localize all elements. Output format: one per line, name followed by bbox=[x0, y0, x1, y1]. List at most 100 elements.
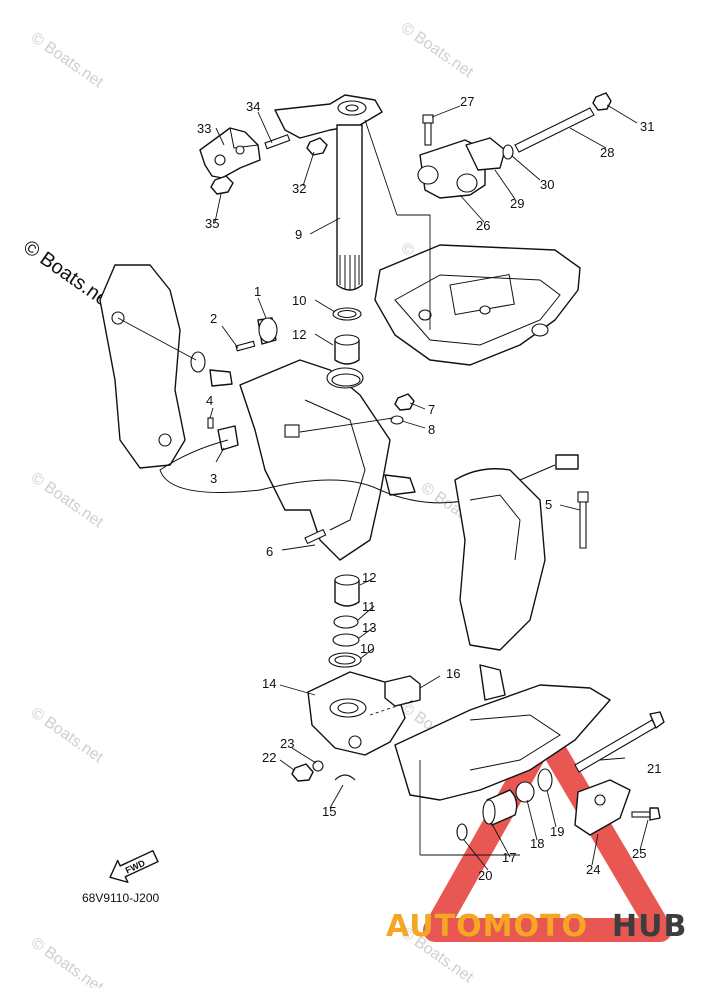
screw-2 bbox=[235, 340, 256, 352]
callout-35: 35 bbox=[205, 216, 219, 231]
callout-5: 5 bbox=[545, 497, 552, 512]
nut-22 bbox=[291, 763, 314, 782]
callout-15: 15 bbox=[322, 804, 336, 819]
nut-35 bbox=[210, 175, 234, 195]
washer-30 bbox=[502, 144, 514, 160]
callout-12-lower: 12 bbox=[362, 570, 376, 585]
leader-16 bbox=[369, 699, 416, 716]
callout-16: 16 bbox=[446, 666, 460, 681]
callout-26: 26 bbox=[476, 218, 490, 233]
callout-13: 13 bbox=[362, 620, 376, 635]
callout-18: 18 bbox=[530, 836, 544, 851]
callout-6: 6 bbox=[266, 544, 273, 559]
watermark-text: © Boats.net bbox=[398, 19, 477, 81]
rod-28 bbox=[514, 107, 595, 153]
steering-shaft-9 bbox=[336, 124, 363, 291]
bolt-21 bbox=[574, 711, 665, 773]
washer-23 bbox=[312, 760, 324, 772]
callout-24: 24 bbox=[586, 862, 600, 877]
leader-lines bbox=[209, 104, 649, 871]
clip-3 bbox=[217, 425, 239, 451]
logo-text-hub: HUB bbox=[612, 909, 687, 944]
callout-19: 19 bbox=[550, 824, 564, 839]
lower-casing bbox=[394, 664, 611, 801]
nut-7 bbox=[394, 393, 415, 411]
callout-23: 23 bbox=[280, 736, 294, 751]
callout-3: 3 bbox=[210, 471, 217, 486]
automotohub-triangle bbox=[423, 723, 672, 942]
callout-28: 28 bbox=[600, 145, 614, 160]
leader-clamp-left bbox=[117, 317, 197, 361]
nut-32 bbox=[306, 137, 328, 156]
watermark-text: © Boats.net bbox=[28, 934, 107, 988]
stopper-16 bbox=[384, 675, 421, 707]
callout-8: 8 bbox=[428, 422, 435, 437]
callout-2: 2 bbox=[210, 311, 217, 326]
mount-housing-14 bbox=[307, 671, 406, 756]
bushing-12-upper bbox=[334, 334, 360, 365]
upper-casing bbox=[454, 468, 546, 651]
plate-29 bbox=[465, 137, 506, 171]
washer-10-upper bbox=[332, 307, 362, 321]
swivel-bracket bbox=[239, 359, 416, 561]
callout-14: 14 bbox=[262, 676, 276, 691]
screw-4 bbox=[207, 417, 214, 429]
automotohub-logo: AUTOMOTO HUB bbox=[386, 909, 687, 944]
callout-4: 4 bbox=[206, 393, 213, 408]
bolt-27 bbox=[422, 114, 434, 146]
callout-17: 17 bbox=[502, 850, 516, 865]
washer-20 bbox=[456, 823, 468, 841]
callout-31: 31 bbox=[640, 119, 654, 134]
nut-31 bbox=[592, 92, 612, 111]
connector bbox=[555, 454, 579, 470]
bracket-26 bbox=[417, 139, 486, 199]
callout-10-lower: 10 bbox=[360, 641, 374, 656]
upper-bracket-33 bbox=[199, 127, 261, 179]
bolt-34 bbox=[264, 134, 291, 150]
bolt-6 bbox=[304, 528, 327, 545]
mount-rubber-17 bbox=[482, 789, 518, 826]
clip-15 bbox=[334, 774, 356, 781]
damper-18 bbox=[515, 781, 535, 803]
callout-33: 33 bbox=[197, 121, 211, 136]
washer-8 bbox=[390, 415, 404, 425]
washer-10-lower bbox=[328, 652, 362, 668]
diagram-code: 68V9110-J200 bbox=[82, 891, 160, 905]
logo-text-automoto: AUTOMOTO bbox=[386, 909, 588, 944]
callout-9: 9 bbox=[295, 227, 302, 242]
cover-24 bbox=[574, 779, 631, 836]
ring-under-12 bbox=[331, 373, 361, 387]
callout-32: 32 bbox=[292, 181, 306, 196]
fwd-arrow-icon: FWD bbox=[109, 850, 159, 883]
cable-tie-5 bbox=[577, 491, 589, 549]
watermark-text: © Boats.net bbox=[28, 469, 107, 531]
callout-10-upper: 10 bbox=[292, 293, 306, 308]
callout-25: 25 bbox=[632, 846, 646, 861]
leader-27-cowling bbox=[397, 214, 431, 330]
leader-8 bbox=[299, 417, 394, 433]
washer-13 bbox=[332, 633, 360, 647]
o-ring-11 bbox=[333, 615, 359, 629]
steering-arm-top bbox=[274, 94, 383, 139]
callout-20: 20 bbox=[478, 868, 492, 883]
callout-11: 11 bbox=[362, 599, 376, 614]
watermark-text: © Boats.net bbox=[28, 704, 107, 766]
washer-19 bbox=[537, 768, 553, 792]
bushing-12-lower bbox=[334, 574, 360, 607]
callout-7: 7 bbox=[428, 402, 435, 417]
band-1 bbox=[257, 317, 278, 345]
watermark-text: © Boats.net bbox=[28, 29, 107, 91]
callout-12-upper: 12 bbox=[292, 327, 306, 342]
wire-harness bbox=[159, 439, 556, 504]
callout-22: 22 bbox=[262, 750, 276, 765]
bushing-left bbox=[209, 369, 233, 387]
bolt-25 bbox=[631, 807, 661, 821]
callout-27: 27 bbox=[460, 94, 474, 109]
callout-labels: 1 2 3 4 5 6 7 8 9 10 10 11 12 12 13 14 1… bbox=[197, 94, 661, 883]
callout-21: 21 bbox=[647, 761, 661, 776]
clamp-bracket-left bbox=[99, 264, 186, 469]
washer-left bbox=[190, 351, 206, 373]
callout-30: 30 bbox=[540, 177, 554, 192]
